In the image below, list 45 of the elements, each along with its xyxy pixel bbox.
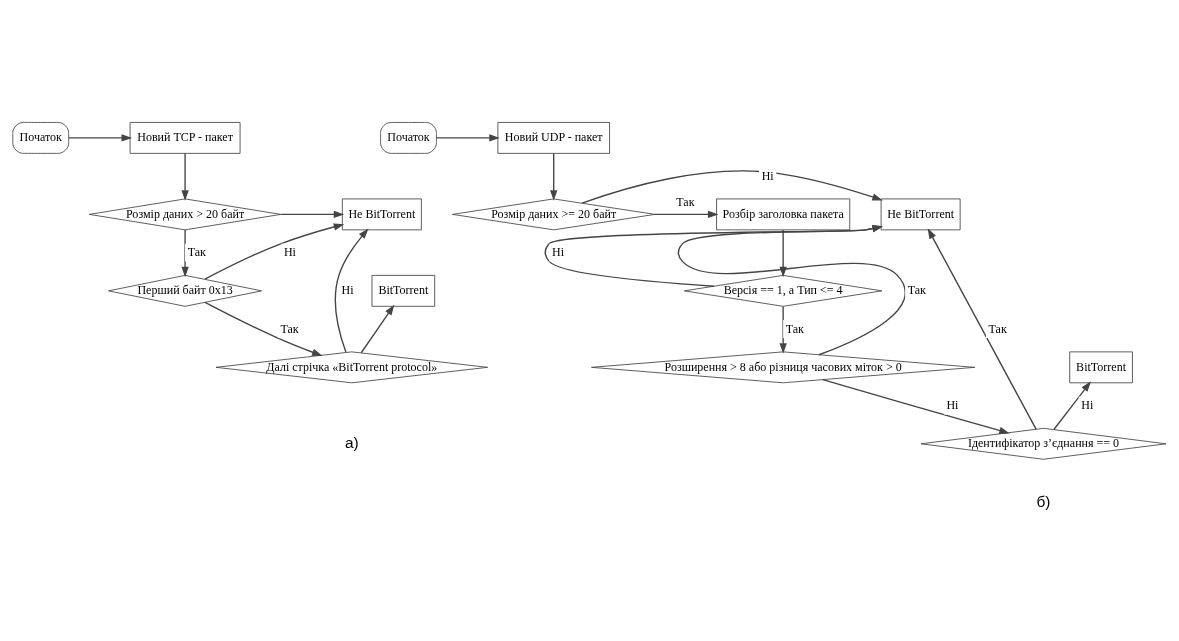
node-box: Новий UDP - пакет [497, 122, 610, 154]
arrow [550, 152, 558, 201]
edge-label: Ні [1081, 398, 1094, 413]
node-diamond: Розширення > 8 або різниця часових міток > 0 [591, 351, 976, 384]
edge-label: Ні [946, 398, 959, 413]
edge-label: Ні [552, 245, 565, 260]
edge-label: Так [785, 321, 804, 336]
node-diamond: Далі стрічка «BitTorrent protocol» [215, 351, 489, 384]
edge-label: Ні [341, 283, 354, 298]
edge-label: Так [280, 321, 299, 336]
arrow [581, 170, 883, 204]
edge-label: Ні [283, 245, 296, 260]
edge-label: Так [187, 245, 206, 260]
node-box: Розбір заголовка пакета [716, 198, 851, 231]
edge-label: Так [907, 283, 926, 298]
node-box: Новий TCP - пакет [129, 122, 241, 154]
edge-label: Ні [761, 168, 774, 183]
node-box: Не BitTorrent [341, 198, 422, 231]
node-diamond: Версія == 1, а Тип <= 4 [683, 274, 883, 307]
arrow [181, 229, 189, 278]
arrow [654, 210, 719, 219]
arrow [334, 228, 369, 353]
node-box: BitTorrent [1069, 351, 1133, 384]
arrow [822, 379, 1010, 435]
arrow [927, 228, 1037, 430]
arrow [181, 152, 189, 201]
node-box: Не BitTorrent [880, 198, 961, 231]
node-diamond: Розмір даних >= 20 байт [452, 198, 656, 231]
node-diamond: Перший байт 0x13 [108, 274, 263, 307]
label: а) [344, 433, 359, 451]
edge-label: Так [676, 195, 695, 210]
arrow [68, 134, 133, 142]
arrow [204, 223, 345, 280]
node-box: Початок [380, 122, 437, 154]
node-box: BitTorrent [371, 274, 436, 307]
arrow [360, 304, 395, 354]
edge-label: Так [988, 321, 1007, 336]
label: б) [1036, 492, 1051, 510]
arrow [204, 301, 323, 356]
arrow [435, 134, 500, 142]
arrow [1053, 381, 1091, 431]
arrow [280, 210, 345, 219]
node-box: Початок [12, 122, 70, 154]
arrow [779, 305, 787, 354]
node-diamond: Розмір даних > 20 байт [88, 198, 282, 231]
